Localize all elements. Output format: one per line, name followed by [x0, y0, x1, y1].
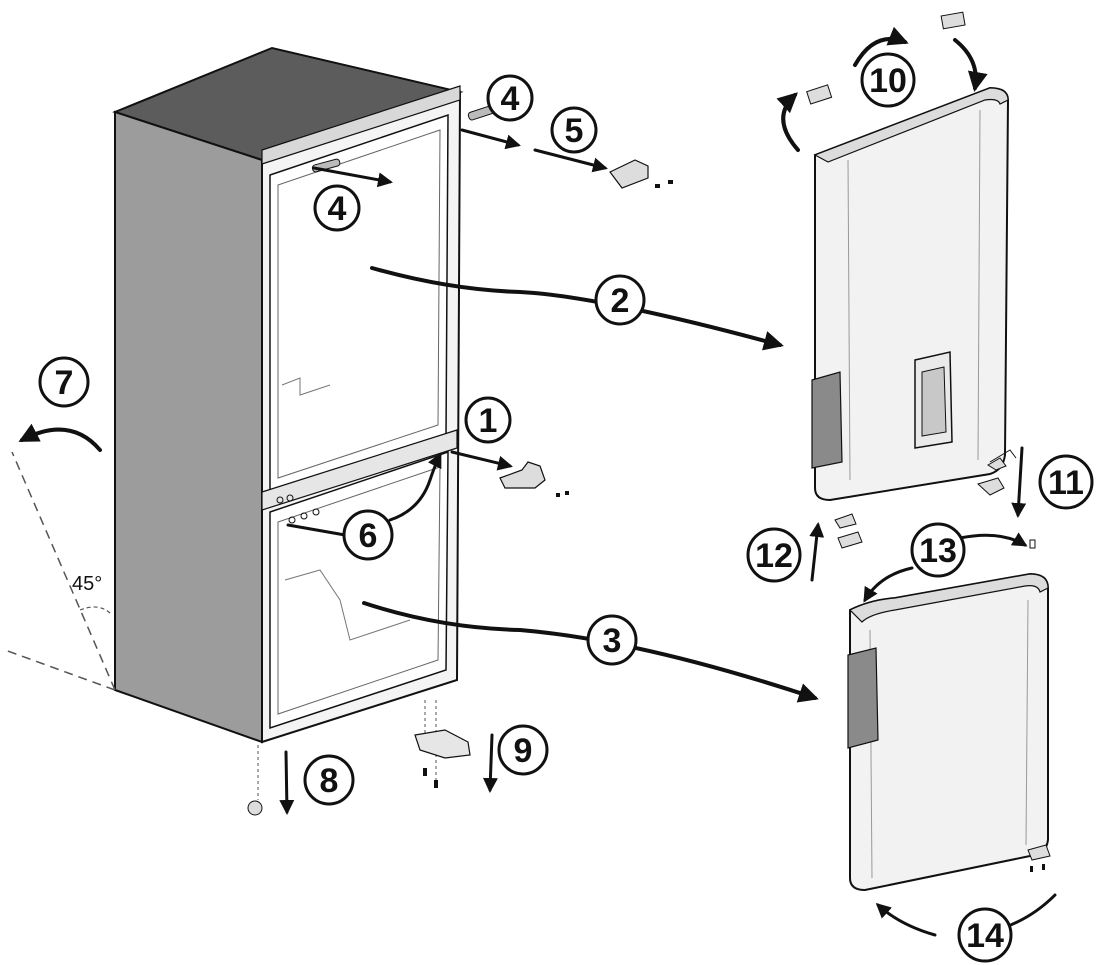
arrow-12 — [809, 522, 825, 582]
arrow-1 — [450, 450, 513, 471]
arrow-4a — [312, 166, 393, 188]
arrow-7 — [18, 423, 102, 452]
tilt-indicator: 45° — [4, 451, 116, 691]
lower-door — [847, 572, 1051, 892]
step-badge-5: 5 — [550, 106, 598, 154]
arrow-13-left — [863, 566, 914, 603]
svg-text:10: 10 — [869, 62, 907, 100]
svg-text:4: 4 — [328, 190, 347, 228]
middle-hinge-icon — [499, 461, 546, 489]
arrow-10-right — [953, 38, 988, 92]
svg-text:5: 5 — [565, 112, 584, 150]
svg-text:4: 4 — [501, 80, 520, 118]
step-badge-11: 11 — [1038, 454, 1094, 510]
top-hinge-icon — [609, 159, 649, 189]
door-swap-hinges — [834, 457, 1036, 615]
step-badge-7: 7 — [38, 356, 90, 408]
arrow-4b — [460, 128, 521, 150]
step-badge-14: 14 — [957, 907, 1013, 963]
arrow-2 — [370, 266, 784, 351]
arrow-13 — [958, 532, 1028, 547]
svg-text:1: 1 — [479, 402, 498, 440]
angle-label: 45° — [72, 573, 102, 595]
svg-text:9: 9 — [514, 732, 533, 770]
upper-door-handle — [811, 371, 843, 469]
step-badge-4a: 4 — [313, 184, 361, 232]
bottom-hinge-icon — [414, 729, 471, 759]
middle-hinge-part — [499, 461, 569, 497]
step-badge-13: 13 — [910, 522, 966, 578]
arrow-6 — [388, 452, 442, 522]
step-badge-1: 1 — [464, 396, 512, 444]
fridge-cabinet — [112, 46, 464, 744]
arrow-5 — [533, 148, 608, 173]
arrows — [18, 26, 1057, 937]
svg-text:7: 7 — [55, 364, 74, 402]
svg-text:6: 6 — [359, 517, 378, 555]
cabinet-side — [114, 110, 263, 744]
arrow-9 — [482, 733, 498, 793]
step-badge-9: 9 — [497, 724, 549, 776]
arrow-3 — [362, 601, 819, 703]
svg-text:14: 14 — [966, 917, 1004, 955]
arrow-11 — [1011, 446, 1027, 518]
arrow-14-left — [875, 902, 937, 937]
svg-text:2: 2 — [611, 282, 630, 320]
step-badge-10: 10 — [860, 52, 916, 108]
step-badge-8: 8 — [303, 754, 355, 806]
svg-text:13: 13 — [919, 532, 957, 570]
step-badges: 1 2 3 4 4 5 6 7 — [38, 52, 1094, 963]
step-badge-12: 12 — [746, 527, 802, 583]
door-cap-right-icon — [940, 11, 966, 30]
arrow-6-tail — [286, 523, 347, 537]
freezer-compartment — [269, 450, 449, 730]
door-cap-left-icon — [806, 84, 833, 105]
lower-door-handle — [847, 647, 879, 749]
upper-door — [806, 11, 1017, 502]
arrow-10 — [853, 26, 909, 67]
svg-text:11: 11 — [1048, 464, 1084, 502]
fridge-compartment — [269, 113, 449, 494]
svg-text:3: 3 — [603, 622, 622, 660]
step-badge-2: 2 — [594, 274, 646, 326]
bottom-hinge-part — [247, 700, 471, 816]
step-badge-3: 3 — [586, 614, 638, 666]
adjustable-foot-icon — [247, 800, 263, 816]
svg-text:8: 8 — [320, 762, 339, 800]
arrow-8 — [279, 750, 295, 815]
arrow-10-left — [776, 92, 800, 152]
step-badge-6: 6 — [342, 509, 394, 561]
step-badge-4b: 4 — [486, 74, 534, 122]
svg-text:12: 12 — [755, 537, 793, 575]
